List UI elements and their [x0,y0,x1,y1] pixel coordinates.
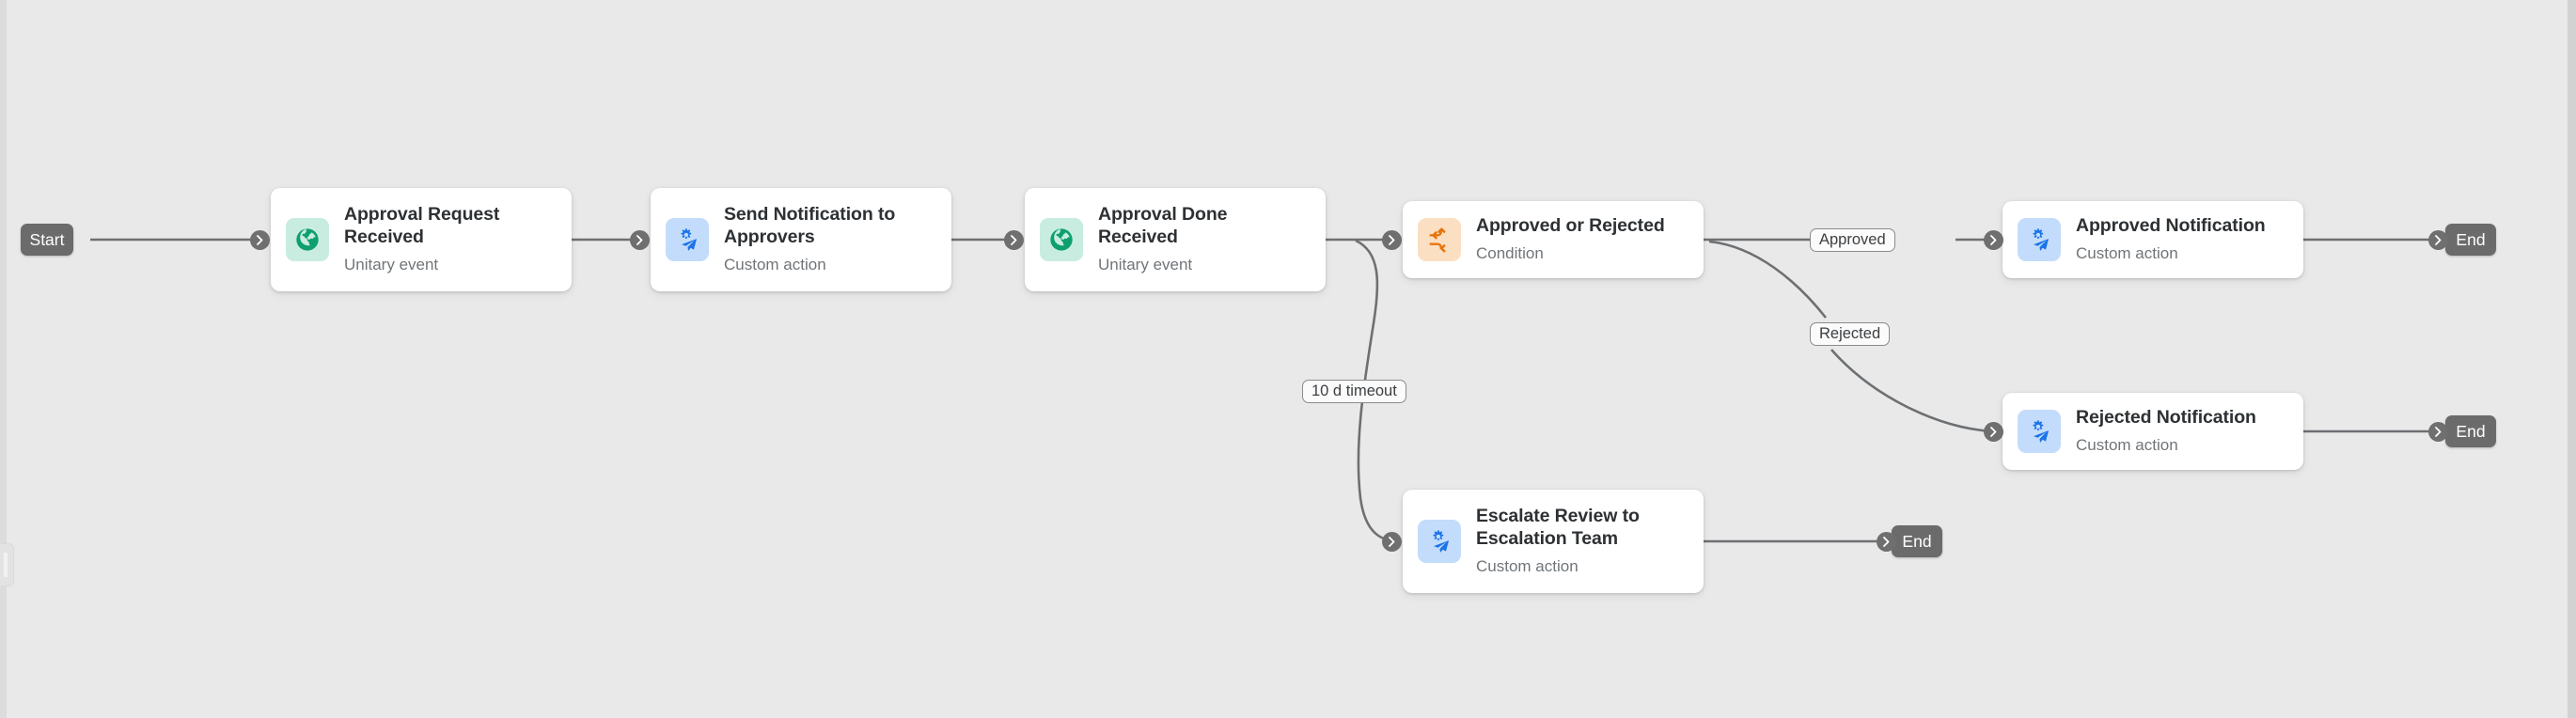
node-approved-or-rejected[interactable]: Approved or Rejected Condition [1403,201,1704,278]
gear-paper-plane-icon [2018,410,2061,453]
node-text: Approval Request Received Unitary event [344,204,499,274]
edge-label-timeout[interactable]: 10 d timeout [1302,380,1406,403]
node-subtitle: Condition [1476,244,1544,263]
node-text: Approval Done Received Unitary event [1098,204,1227,274]
canvas-left-rail [0,0,7,718]
end-node-rejected-label: End [2456,421,2486,441]
node-text: Escalate Review to Escalation Team Custo… [1476,506,1640,576]
node-title: Approved or Rejected [1476,215,1665,237]
gear-paper-plane-icon [666,218,709,261]
node-title: Approval Done Received [1098,204,1228,248]
chevron-right-icon[interactable] [630,230,650,250]
chevron-right-icon[interactable] [250,230,270,250]
gear-paper-plane-icon [1418,520,1461,563]
chevron-right-icon[interactable] [1984,230,2003,250]
globe-icon [1040,218,1083,261]
end-node-approved-label: End [2456,229,2486,249]
node-send-notification-to-approvers[interactable]: Send Notification to Approvers Custom ac… [651,188,951,291]
node-subtitle: Unitary event [344,256,439,274]
edge-condition-to-rejected-label [1708,240,1828,319]
node-title: Escalate Review to Escalation Team [1476,506,1640,550]
edge-rejected-label-to-rejected-notification [1830,349,1994,433]
node-text: Approved or Rejected Condition [1476,215,1665,263]
edge-label-approved[interactable]: Approved [1810,228,1895,252]
branch-icon [1418,218,1461,261]
chevron-right-icon[interactable] [1382,532,1402,552]
start-node[interactable]: Start [21,224,73,256]
node-subtitle: Unitary event [1098,256,1193,274]
node-title: Approved Notification [2076,215,2266,237]
chevron-right-icon[interactable] [1004,230,1024,250]
gear-paper-plane-icon [2018,218,2061,261]
node-text: Send Notification to Approvers Custom ac… [724,204,895,274]
node-approval-done-received[interactable]: Approval Done Received Unitary event [1025,188,1326,291]
node-text: Approved Notification Custom action [2076,215,2266,263]
node-subtitle: Custom action [2076,436,2178,455]
node-subtitle: Custom action [724,256,826,274]
node-title: Approval Request Received [344,204,500,248]
chevron-right-icon[interactable] [1382,230,1402,250]
node-escalate-review-to-escalation-team[interactable]: Escalate Review to Escalation Team Custo… [1403,490,1704,593]
chevron-right-icon[interactable] [2428,230,2448,250]
end-node-escalation[interactable]: End [1892,525,1942,557]
globe-icon [286,218,329,261]
node-approved-notification[interactable]: Approved Notification Custom action [2003,201,2303,278]
chevron-right-icon[interactable] [1877,532,1896,552]
start-node-label: Start [29,229,65,249]
end-node-approved[interactable]: End [2445,224,2496,256]
node-subtitle: Custom action [2076,244,2178,263]
node-approval-request-received[interactable]: Approval Request Received Unitary event [271,188,572,291]
node-rejected-notification[interactable]: Rejected Notification Custom action [2003,393,2303,470]
collapsed-panel-handle[interactable] [0,543,14,586]
node-title: Send Notification to Approvers [724,204,896,248]
end-node-escalation-label: End [1902,531,1932,551]
node-subtitle: Custom action [1476,557,1579,576]
chevron-right-icon[interactable] [2428,422,2448,442]
edge-label-rejected[interactable]: Rejected [1810,322,1891,346]
chevron-right-icon[interactable] [1984,422,2003,442]
node-text: Rejected Notification Custom action [2076,407,2256,455]
end-node-rejected[interactable]: End [2445,415,2496,447]
canvas-right-rail [2568,0,2576,718]
node-title: Rejected Notification [2076,407,2256,429]
